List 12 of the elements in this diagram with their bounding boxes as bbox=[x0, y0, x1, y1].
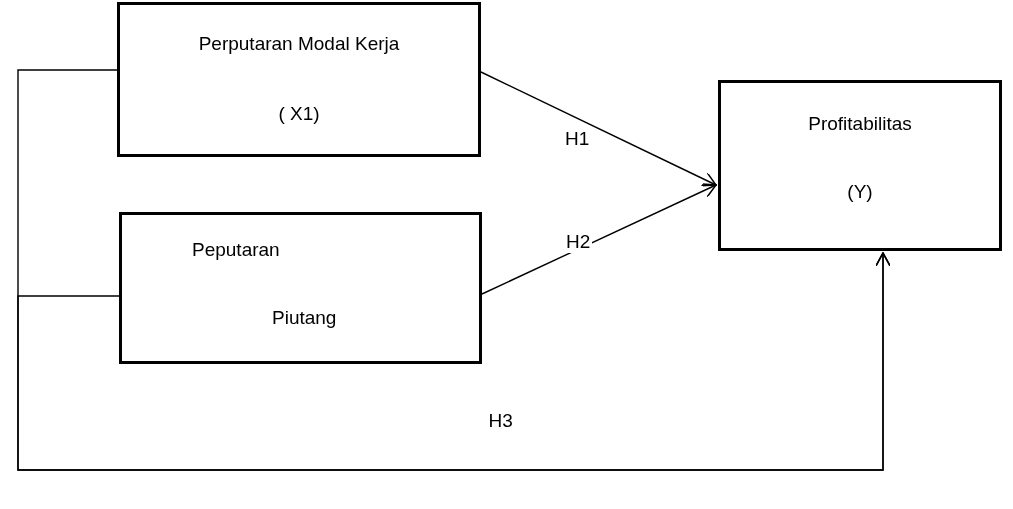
arrow bbox=[480, 71, 717, 187]
variable-label: Perputaran Modal Kerja bbox=[197, 33, 401, 55]
variable-label: (Y) bbox=[846, 181, 874, 203]
variable-box bbox=[119, 212, 482, 364]
arrow bbox=[481, 183, 717, 295]
variable-label: Profitabilitas bbox=[807, 113, 913, 135]
variable-label: Piutang bbox=[272, 307, 337, 329]
variable-label: ( X1) bbox=[277, 103, 321, 125]
variable-box bbox=[117, 2, 481, 157]
variable-box bbox=[718, 80, 1002, 251]
arrow bbox=[17, 252, 891, 471]
variable-label: Peputaran bbox=[192, 239, 280, 261]
